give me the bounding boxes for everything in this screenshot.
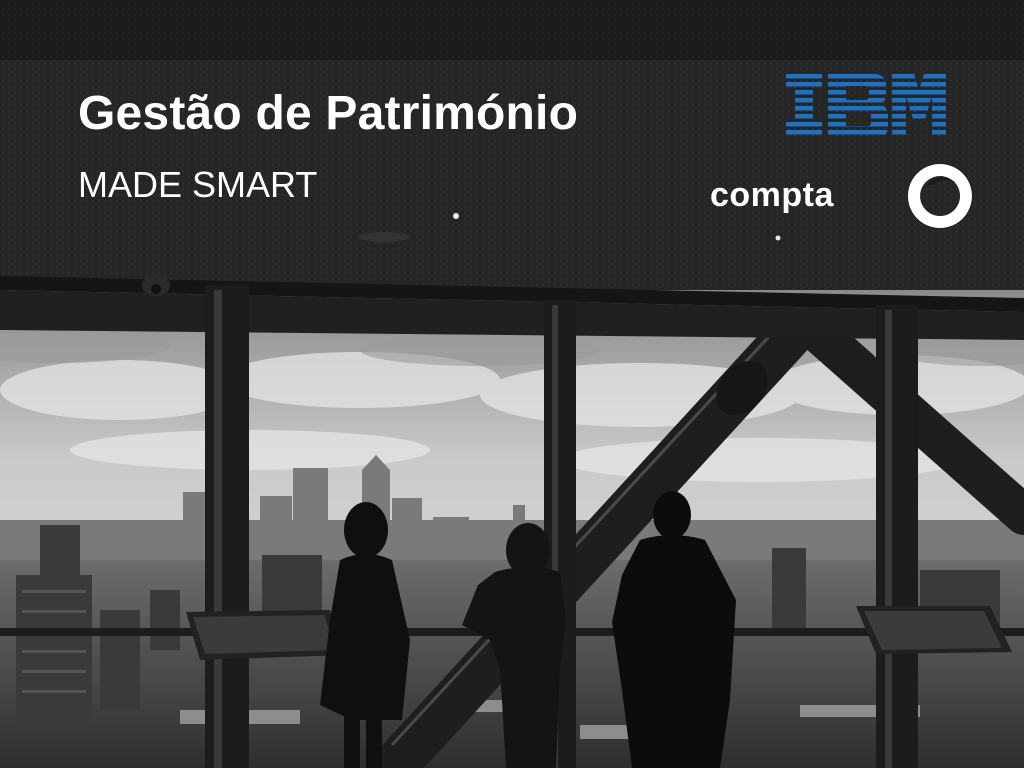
- slide-title: Gestão de Património: [78, 87, 579, 140]
- ceiling: [0, 0, 1024, 290]
- kiosk-left: [186, 610, 344, 660]
- clouds-dark: [0, 327, 1024, 366]
- compta-wordmark: compta: [710, 176, 834, 214]
- security-camera: [142, 274, 170, 296]
- slide-subtitle: MADE SMART: [78, 164, 318, 205]
- ibm-logo: [786, 74, 946, 138]
- kiosk-right: [856, 606, 1012, 654]
- compta-ring-icon: [907, 164, 972, 228]
- compta-logo: compta: [708, 162, 978, 230]
- person-left: [320, 502, 410, 768]
- person-middle: [462, 523, 566, 768]
- person-right: [612, 491, 736, 768]
